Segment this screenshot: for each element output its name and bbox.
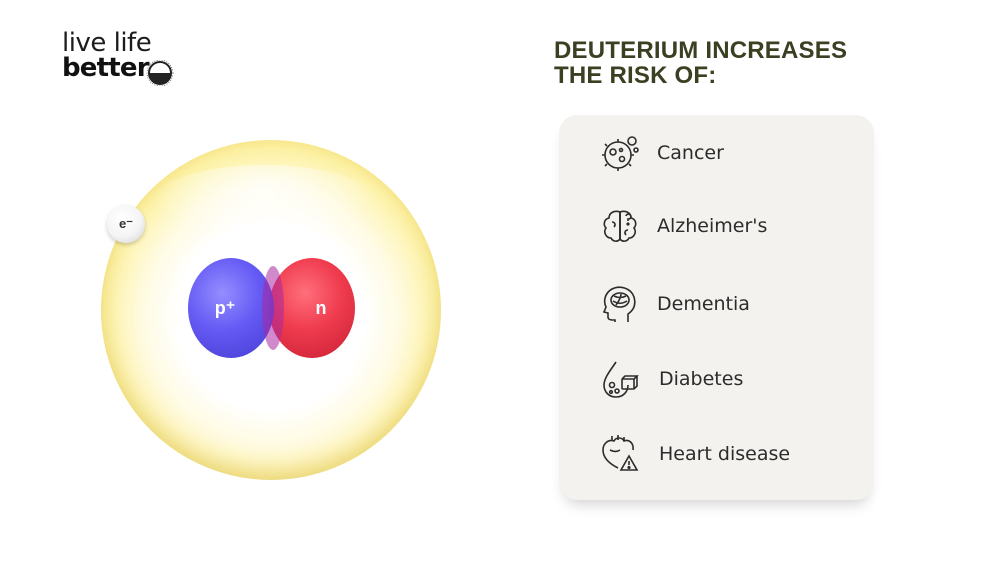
heart-warning-icon xyxy=(595,429,645,479)
risk-label: Cancer xyxy=(657,142,724,164)
head-brain-icon xyxy=(595,279,645,329)
electron: e⁻ xyxy=(107,205,145,243)
logo-line-1: live life xyxy=(62,28,152,58)
cancer-cell-icon xyxy=(595,128,645,178)
brand-logo[interactable]: live life better xyxy=(62,28,182,86)
page-title: DEUTERIUM INCREASES THE RISK OF: xyxy=(554,38,874,88)
risk-item-cancer: Cancer xyxy=(595,128,724,178)
logo-line-2: better xyxy=(62,53,150,83)
risk-item-alzheimers: Alzheimer's xyxy=(595,201,767,251)
nucleus-overlap xyxy=(262,266,284,350)
risk-label: Heart disease xyxy=(659,443,791,465)
risk-label: Alzheimer's xyxy=(657,215,768,237)
electron-label: e⁻ xyxy=(118,216,134,231)
proton: p⁺ xyxy=(188,258,274,358)
neutron-label: n xyxy=(315,297,327,318)
risk-label: Diabetes xyxy=(659,368,744,390)
proton-label: p⁺ xyxy=(214,297,236,318)
risk-label: Dementia xyxy=(657,293,750,315)
blood-drop-sugar-icon xyxy=(595,354,645,404)
title-line-1: DEUTERIUM INCREASES xyxy=(554,37,848,64)
risk-item-dementia: Dementia xyxy=(595,279,750,329)
risk-item-heart-disease: Heart disease xyxy=(595,429,790,479)
logo-globe-icon xyxy=(146,60,174,86)
risk-item-diabetes: Diabetes xyxy=(595,354,743,404)
brain-icon xyxy=(595,201,645,251)
atom-gloss xyxy=(150,165,380,245)
risk-panel: Cancer Alzheimer's Dementia xyxy=(559,115,874,500)
title-line-2: THE RISK OF: xyxy=(554,62,717,89)
